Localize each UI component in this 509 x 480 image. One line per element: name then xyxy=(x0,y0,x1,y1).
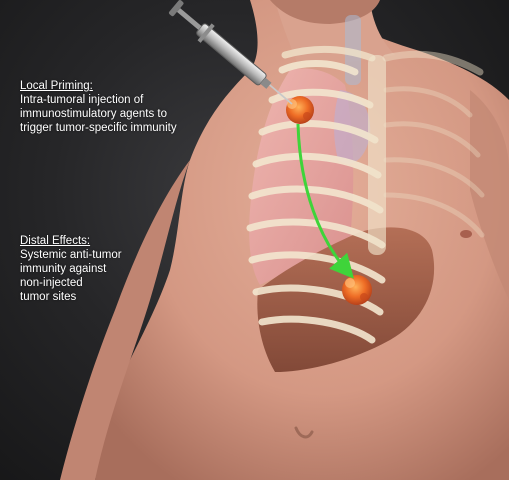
distal-effects-line: non-injected xyxy=(20,277,83,289)
local-priming-title: Local Priming: xyxy=(20,80,93,92)
arrow-icon xyxy=(296,123,354,279)
nipple xyxy=(460,230,473,238)
local-priming-line: immunostimulatory agents to xyxy=(20,108,168,120)
local-priming-line: Intra-tumoral injection of xyxy=(20,94,144,106)
rib-cage xyxy=(246,60,386,344)
distal-effects-caption: Distal Effects: Systemic anti-tumor immu… xyxy=(20,234,150,304)
navel xyxy=(294,426,314,439)
distal-effects-line: Systemic anti-tumor xyxy=(20,249,122,261)
clavicle-right xyxy=(382,50,484,76)
right-ribs xyxy=(383,86,485,238)
left-arm xyxy=(60,160,190,480)
distal-effects-line: immunity against xyxy=(20,263,107,275)
right-arm xyxy=(470,90,509,300)
distal-effects-line: tumor sites xyxy=(20,291,77,303)
tumor-icon xyxy=(342,275,372,305)
tumor-icon xyxy=(286,96,314,124)
local-priming-line: trigger tumor-specific immunity xyxy=(20,122,177,134)
clavicle xyxy=(281,45,376,62)
local-priming-caption: Local Priming: Intra-tumoral injection o… xyxy=(20,79,210,135)
distal-effects-title: Distal Effects: xyxy=(20,235,91,247)
syringe-icon xyxy=(168,0,293,105)
sternum xyxy=(368,55,386,255)
